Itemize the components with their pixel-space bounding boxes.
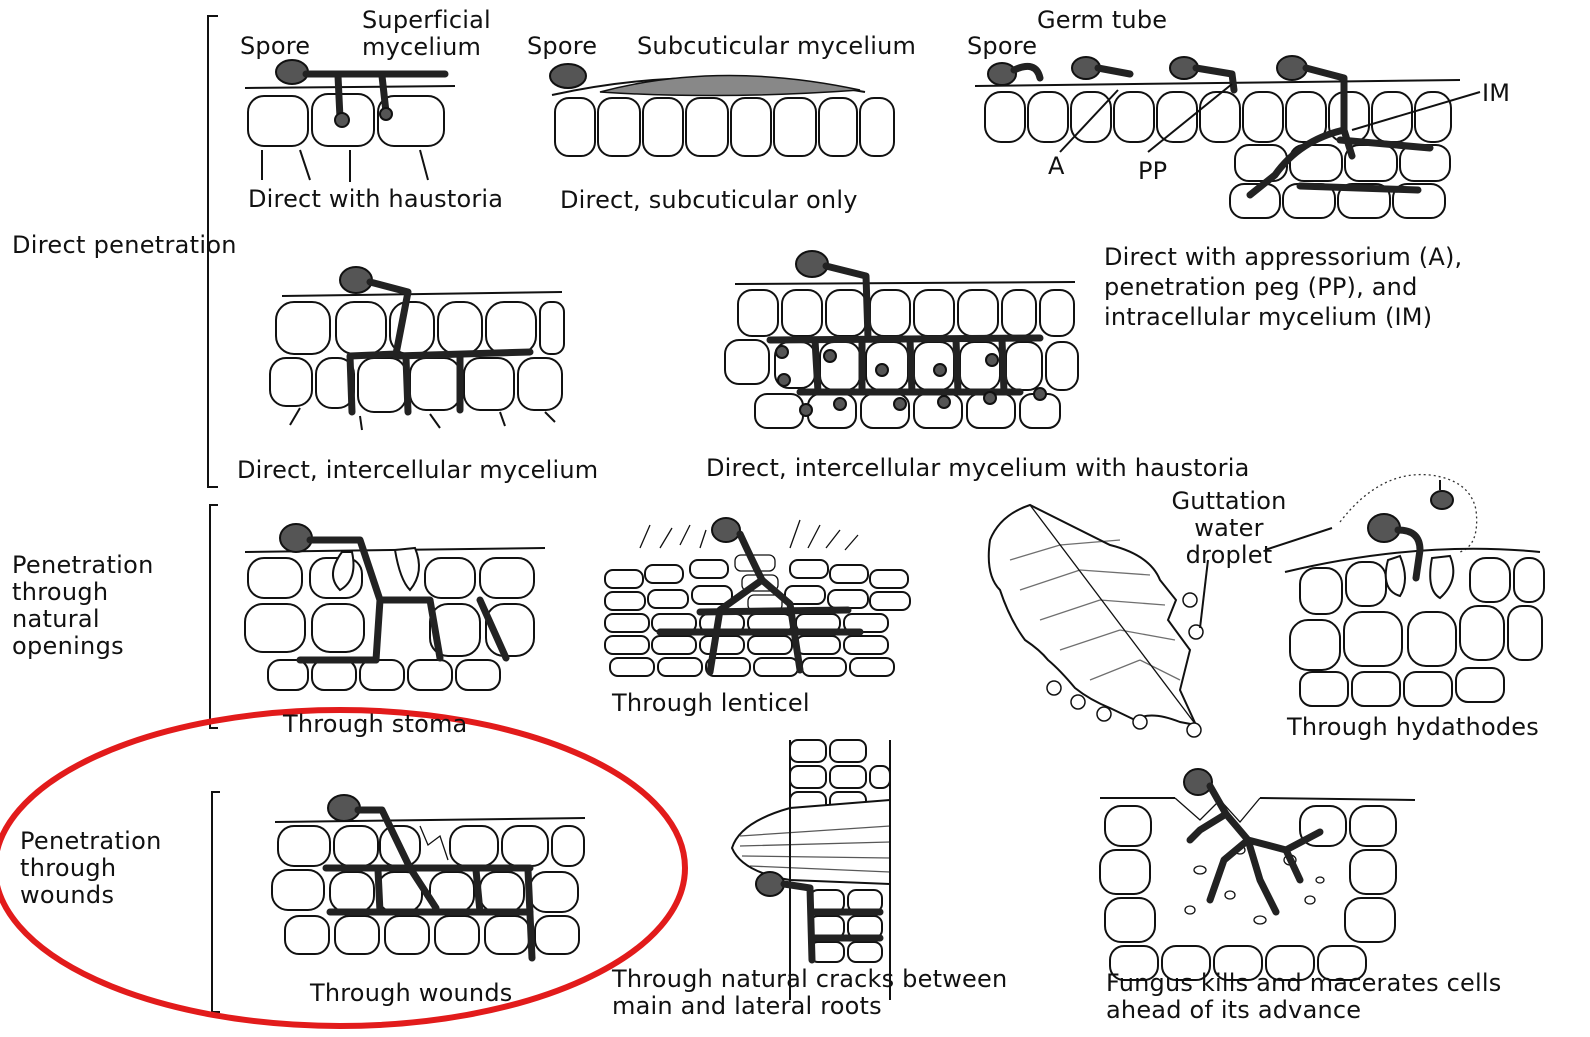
label-subcuticular-mycelium: Subcuticular mycelium [637, 33, 916, 60]
panel-hydathodes [1285, 475, 1544, 706]
label-superficial-mycelium: Superficial mycelium [362, 7, 512, 61]
caption-direct-haustoria: Direct with haustoria [248, 186, 503, 213]
caption-direct-subcuticular: Direct, subcuticular only [560, 187, 858, 214]
group-label-natural: Penetration through natural openings [12, 552, 177, 660]
spore-icon [756, 872, 784, 896]
panel-stoma [245, 524, 545, 690]
spore-icon [1184, 769, 1212, 795]
caption-macerate: Fungus kills and macerates cells ahead o… [1106, 970, 1546, 1024]
label-spore: Spore [967, 33, 1037, 60]
caption-intercellular-haustoria: Direct, intercellular mycelium with haus… [706, 455, 1250, 482]
bracket-wounds [212, 792, 220, 1012]
caption-appressorium: Direct with appressorium (A), penetratio… [1104, 242, 1524, 332]
caption-intercellular: Direct, intercellular mycelium [237, 457, 598, 484]
panel-intercellular [270, 267, 564, 430]
label-pp: PP [1138, 158, 1167, 185]
panel-direct-subcuticular [550, 64, 894, 156]
panel-wounds [272, 795, 585, 958]
label-guttation-droplet: Guttation water droplet [1164, 488, 1294, 569]
label-spore: Spore [527, 33, 597, 60]
group-label-direct: Direct penetration [12, 232, 237, 259]
label-a: A [1048, 153, 1065, 180]
spore-icon [712, 518, 740, 542]
caption-wounds: Through wounds [310, 980, 512, 1007]
spore-icon [550, 64, 586, 88]
caption-stoma: Through stoma [283, 711, 467, 738]
panel-intercellular-haustoria [725, 251, 1078, 428]
panel-lenticel [605, 518, 910, 676]
caption-root-cracks: Through natural cracks between main and … [612, 966, 1052, 1020]
group-label-wounds: Penetration through wounds [20, 828, 190, 909]
bracket-natural [210, 505, 218, 728]
panel-appressorium [975, 56, 1480, 218]
panel-macerate [1100, 769, 1415, 980]
label-im: IM [1482, 80, 1510, 107]
panel-direct-haustoria [245, 60, 455, 182]
label-germ-tube: Germ tube [1037, 7, 1167, 34]
caption-lenticel: Through lenticel [612, 690, 810, 717]
caption-hydathodes: Through hydathodes [1287, 714, 1539, 741]
panel-root-cracks [732, 740, 890, 1000]
label-spore: Spore [240, 33, 310, 60]
